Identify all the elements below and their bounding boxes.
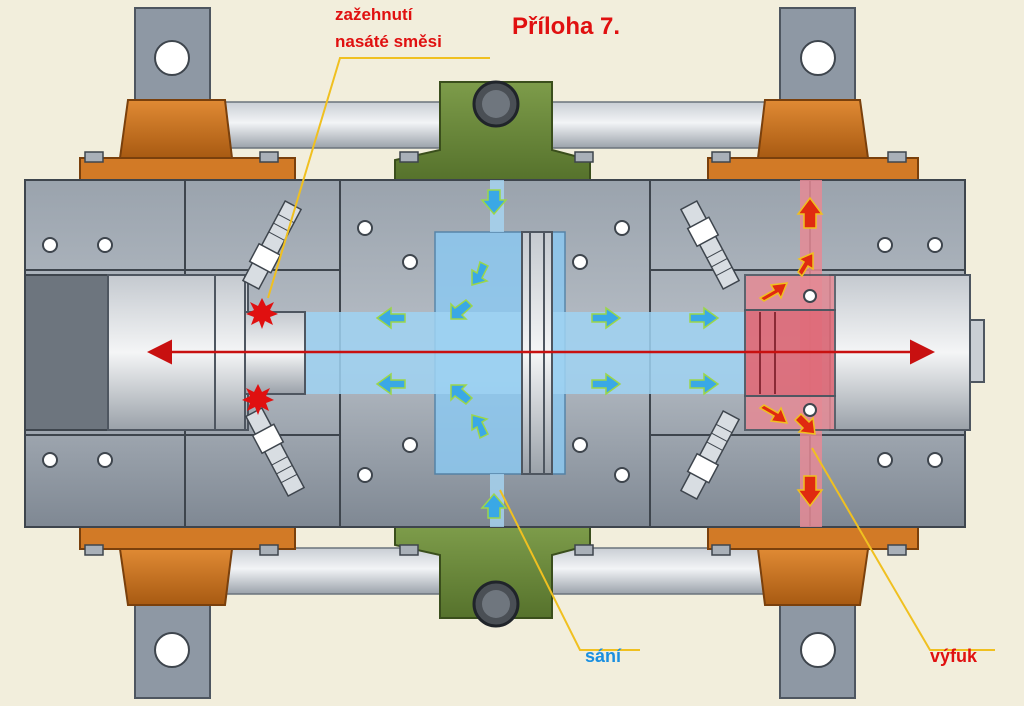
intake-label: sání xyxy=(585,646,622,666)
green-mounts xyxy=(394,81,591,619)
orange-brackets xyxy=(79,99,919,606)
green-mount-holes xyxy=(472,80,520,628)
ignition-spark-icons xyxy=(242,298,278,415)
spark-plug-top-left xyxy=(241,200,303,290)
exhaust-label: výfuk xyxy=(930,646,978,666)
leader-lines xyxy=(267,57,995,651)
ignition-label-line2: nasáté směsi xyxy=(335,32,442,51)
intake-flow-arrows xyxy=(375,189,720,519)
lug-holes xyxy=(154,40,836,668)
spark-plug-top-right xyxy=(679,200,741,290)
spark-plug-bottom-right xyxy=(679,410,741,500)
bolt-holes xyxy=(42,220,943,483)
bolt-heads xyxy=(84,151,907,556)
spark-plug-bottom-left xyxy=(244,407,306,497)
right-piston-holes xyxy=(803,289,817,417)
ignition-label-line1: zažehnutí xyxy=(335,5,414,24)
exhaust-flow-arrows xyxy=(758,196,824,508)
page-title: Příloha 7. xyxy=(512,13,620,40)
left-cylinder-cavity xyxy=(24,274,111,431)
